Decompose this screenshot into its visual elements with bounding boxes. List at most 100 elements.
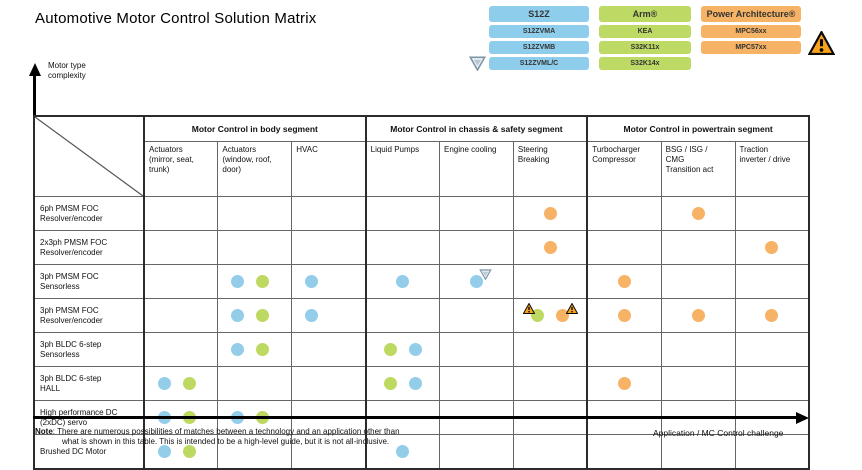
x-axis-label: Application / MC Control challenge [653, 428, 784, 438]
legend-badge: S32K14x [599, 57, 691, 70]
footnote-text: : There are numerous possibilities of ma… [52, 427, 400, 436]
matrix-cell [439, 298, 514, 333]
orange-solution-dot [765, 241, 779, 254]
cell-dots [367, 299, 439, 332]
legend-badge-wrap: S32K14x [599, 57, 691, 70]
matrix-row: 6ph PMSM FOC Resolver/encoder [33, 196, 810, 231]
cell-dots [736, 299, 809, 332]
legend-badge: S12ZVML/C [489, 57, 589, 70]
matrix-cell [143, 332, 219, 367]
legend-badge-wrap: KEA [599, 25, 691, 38]
group-header: Motor Control in powertrain segment [586, 115, 810, 142]
matrix-cell [586, 264, 662, 299]
matrix-cell [734, 366, 810, 401]
cell-dots [440, 265, 513, 298]
blue-solution-dot [158, 377, 171, 390]
cell-dots [218, 333, 291, 366]
cell-dots [514, 231, 586, 264]
matrix-cell [143, 264, 219, 299]
matrix-cell [586, 196, 662, 231]
green-solution-dot [256, 275, 270, 288]
cell-dots [145, 367, 217, 400]
matrix-cell [364, 196, 440, 231]
cell-dots [145, 299, 217, 332]
matrix-cell [439, 332, 514, 367]
orange-solution-dot [617, 275, 631, 288]
blue-solution-dot [231, 275, 245, 288]
column-header: HVAC [291, 141, 367, 197]
diagonal-line [35, 117, 143, 196]
cell-dots [367, 197, 439, 230]
y-axis-line [33, 76, 36, 117]
cell-dots [514, 299, 586, 332]
matrix-cell [291, 230, 367, 265]
matrix-cell [217, 332, 293, 367]
legend-badge: MPC56xx [701, 25, 801, 38]
cell-dots [514, 367, 586, 400]
blue-solution-dot [469, 269, 492, 288]
matrix-cell [660, 332, 736, 367]
legend-badge: Arm® [599, 6, 691, 22]
matrix-cell [512, 264, 588, 299]
matrix-cell [734, 264, 810, 299]
matrix-cell [143, 230, 219, 265]
legend-badge: S12Z [489, 6, 589, 22]
matrix-row: 3ph PMSM FOC Sensorless [33, 264, 810, 299]
safety-warning-icon [808, 31, 835, 55]
cell-dots [367, 231, 439, 264]
matrix-cell [439, 264, 514, 299]
cell-dots [145, 265, 217, 298]
cell-dots [736, 265, 809, 298]
legend-badge-wrap: S12ZVMA [489, 25, 589, 38]
cell-dots [736, 367, 809, 400]
cell-dots [440, 367, 513, 400]
matrix-cell [512, 366, 588, 401]
legend-badge: S32K11x [599, 41, 691, 54]
matrix-cell [291, 332, 367, 367]
matrix-cell [364, 298, 440, 333]
legend-badge-wrap: S12Z [489, 6, 589, 22]
matrix-header: Motor Control in body segment Motor Contr… [33, 115, 810, 197]
cell-dots [292, 265, 364, 298]
matrix-cell [217, 298, 293, 333]
cell-dots [440, 299, 513, 332]
matrix-cell [364, 230, 440, 265]
x-axis-arrowhead-icon [796, 411, 809, 424]
matrix-cell [217, 196, 293, 231]
legend-badge-wrap: S12ZVML/C [469, 56, 589, 71]
matrix-cell [291, 298, 367, 333]
green-solution-dot [256, 343, 270, 356]
cell-dots [292, 231, 364, 264]
matrix-cell [217, 264, 293, 299]
matrix-cell [660, 230, 736, 265]
orange-solution-dot [556, 303, 579, 322]
footnote-line1: Note: There are numerous possibilities o… [35, 427, 400, 436]
cell-dots [662, 333, 735, 366]
legend-badge: S12ZVMA [489, 25, 589, 38]
solution-matrix: Motor Control in body segment Motor Contr… [33, 115, 810, 470]
matrix-cell [734, 298, 810, 333]
matrix-cell [660, 366, 736, 401]
matrix-cell [660, 298, 736, 333]
legend-badge-wrap: MPC57xx [701, 31, 835, 55]
column-header: Traction inverter / drive [734, 141, 810, 197]
cell-dots [440, 197, 513, 230]
blue-solution-dot [396, 275, 410, 288]
cell-dots [218, 299, 291, 332]
column-header: Steering Breaking [512, 141, 588, 197]
matrix-cell [291, 196, 367, 231]
matrix-cell [586, 332, 662, 367]
cell-dots [662, 367, 735, 400]
matrix-cell [364, 264, 440, 299]
cell-dots [292, 299, 364, 332]
column-header: Actuators (window, roof, door) [217, 141, 293, 197]
cell-dots [292, 367, 364, 400]
matrix-cell [439, 196, 514, 231]
matrix-cell [734, 196, 810, 231]
green-solution-dot [183, 377, 196, 390]
orange-solution-dot [765, 309, 779, 322]
group-header: Motor Control in body segment [143, 115, 367, 142]
cell-dots [367, 265, 439, 298]
cell-dots [736, 197, 809, 230]
